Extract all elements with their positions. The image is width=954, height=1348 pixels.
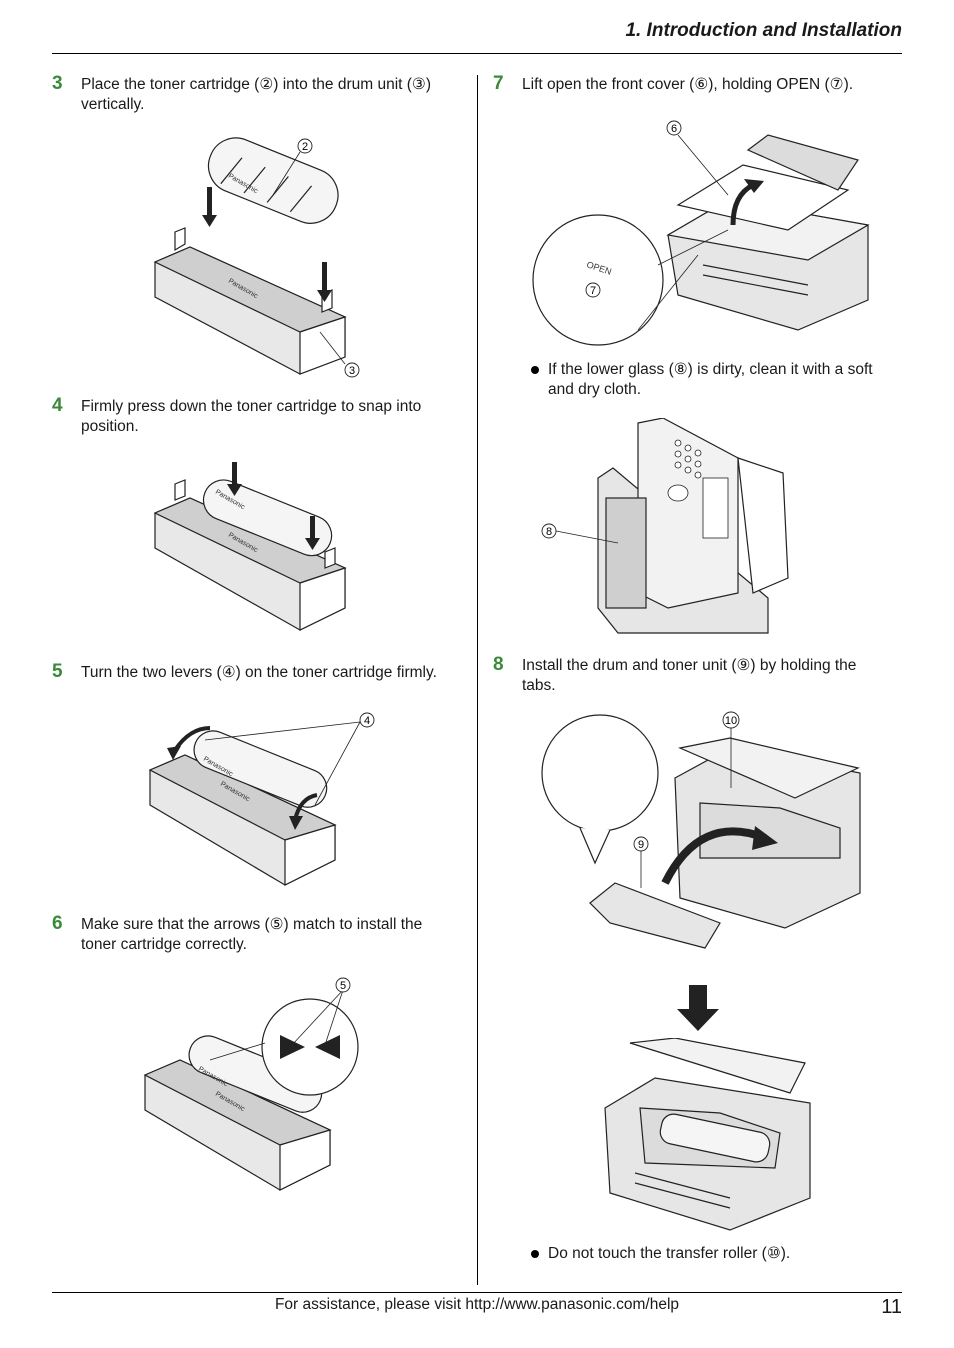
svg-text:10: 10 — [725, 715, 737, 727]
step-5: 5 Turn the two levers (④) on the toner c… — [52, 661, 472, 683]
step-6: 6 Make sure that the arrows (⑤) match to… — [52, 913, 472, 955]
column-divider — [477, 75, 478, 1285]
footer-divider — [52, 1292, 902, 1293]
svg-text:2: 2 — [302, 141, 308, 153]
bullet-lower-glass: If the lower glass (⑧) is dirty, clean i… — [531, 360, 911, 400]
step-3: 3 Place the toner cartridge (②) into the… — [52, 73, 472, 115]
step-text: Make sure that the arrows (⑤) match to i… — [81, 916, 423, 953]
step-7: 7 Lift open the front cover (⑥), holding… — [493, 73, 913, 95]
figure-insert-toner: Panasonic Panasonic 2 3 — [150, 132, 370, 382]
step-4: 4 Firmly press down the toner cartridge … — [52, 395, 472, 437]
figure-open-cover: OPEN 6 7 — [528, 115, 878, 355]
svg-text:9: 9 — [638, 839, 644, 851]
callout-6: 6 — [666, 120, 682, 136]
callout-3: 3 — [344, 362, 360, 378]
step-number: 8 — [493, 654, 504, 675]
bullet-dot — [531, 366, 539, 374]
header-divider — [52, 53, 902, 54]
step-text: Firmly press down the toner cartridge to… — [81, 398, 422, 435]
bullet-transfer-roller: Do not touch the transfer roller (⑩). — [531, 1244, 911, 1264]
callout-10: 10 — [722, 711, 740, 729]
step-text: Lift open the front cover (⑥), holding O… — [522, 76, 854, 93]
callout-9: 9 — [633, 836, 649, 852]
step-number: 6 — [52, 913, 63, 934]
callout-2: 2 — [297, 138, 313, 154]
callout-7: 7 — [585, 282, 601, 298]
bullet-text: If the lower glass (⑧) is dirty, clean i… — [548, 361, 873, 398]
svg-text:7: 7 — [590, 285, 596, 297]
svg-text:3: 3 — [349, 365, 355, 377]
svg-text:5: 5 — [340, 980, 346, 992]
figure-lower-glass: 8 — [538, 418, 798, 643]
page-number: 11 — [881, 1296, 902, 1318]
figure-install-drum: 10 9 — [540, 708, 870, 978]
step-number: 5 — [52, 661, 63, 682]
step-text: Place the toner cartridge (②) into the d… — [81, 76, 431, 113]
step-8: 8 Install the drum and toner unit (⑨) by… — [493, 654, 913, 696]
svg-text:8: 8 — [546, 526, 552, 538]
figure-turn-levers: Panasonic Panasonic 4 — [145, 710, 385, 890]
figure-press-toner: Panasonic Panasonic — [150, 458, 350, 638]
svg-text:4: 4 — [364, 715, 370, 727]
svg-text:6: 6 — [671, 123, 677, 135]
page-header-title: 1. Introduction and Installation — [625, 20, 902, 41]
step-number: 4 — [52, 395, 63, 416]
callout-4: 4 — [359, 712, 375, 728]
figure-drum-installed — [600, 1038, 815, 1233]
step-number: 3 — [52, 73, 63, 94]
callout-8: 8 — [541, 523, 557, 539]
step-number: 7 — [493, 73, 504, 94]
callout-5: 5 — [335, 977, 351, 993]
step-text: Install the drum and toner unit (⑨) by h… — [522, 657, 857, 694]
step-text: Turn the two levers (④) on the toner car… — [81, 664, 437, 681]
bullet-text: Do not touch the transfer roller (⑩). — [548, 1245, 791, 1262]
footer-assistance-text: For assistance, please visit http://www.… — [274, 1296, 680, 1313]
down-arrow-icon — [675, 985, 721, 1033]
bullet-dot — [531, 1250, 539, 1258]
figure-match-arrows: Panasonic Panasonic 5 — [140, 975, 370, 1200]
